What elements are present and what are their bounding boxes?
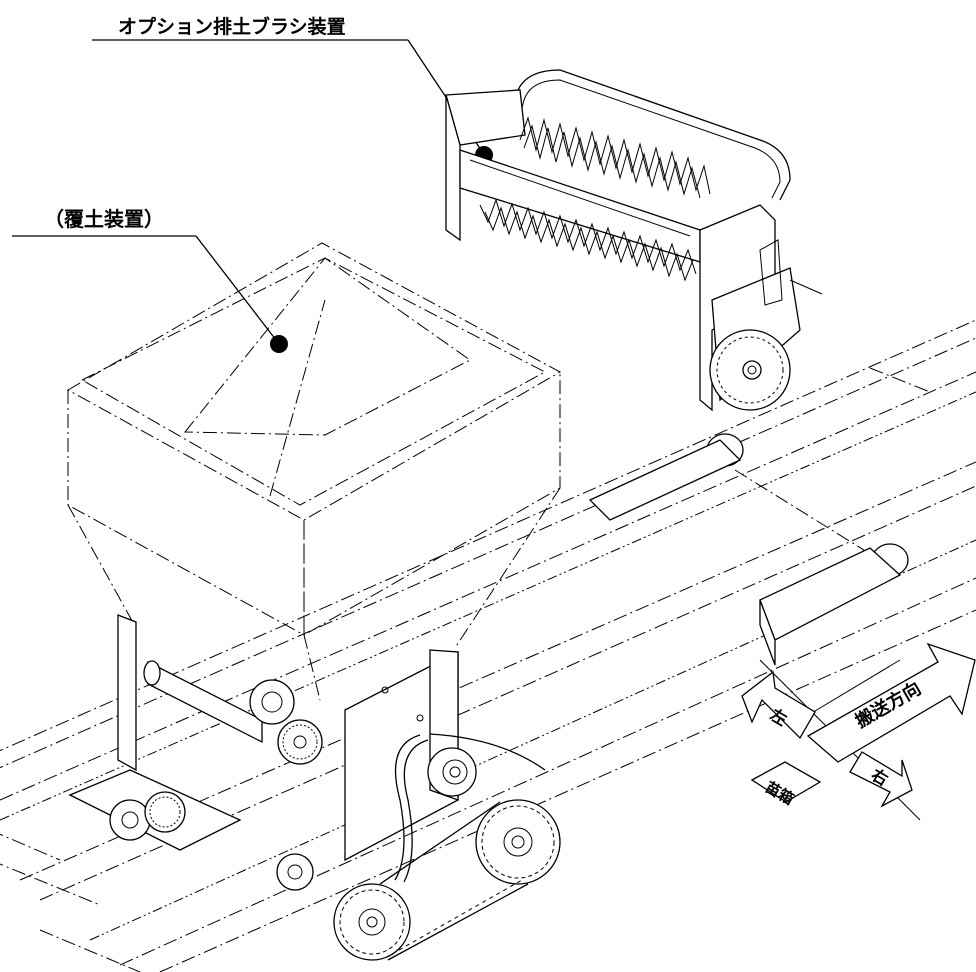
- far-frame-block: [759, 547, 902, 641]
- hopper: [66, 242, 562, 701]
- rear-bearing-right: [276, 853, 314, 891]
- rear-sprocket-left: [144, 791, 186, 833]
- right-sprocket: [475, 799, 561, 885]
- upper-bristles-2: [523, 124, 701, 199]
- hose-right: [429, 733, 546, 771]
- covering-device-callout: （覆土装置）: [12, 207, 288, 353]
- brush-device: [445, 69, 823, 412]
- mid-sprocket: [277, 719, 323, 765]
- hopper-front-right: [303, 372, 561, 636]
- cross-member-2: [734, 469, 881, 561]
- rail-3: [0, 371, 976, 801]
- hopper-inner-funnel: [183, 257, 471, 436]
- left-sprocket-hub: [358, 908, 386, 936]
- hose-left: [394, 734, 421, 881]
- left-arrow: [741, 670, 816, 740]
- hopper-inner-edge: [269, 299, 326, 497]
- chain-links: [391, 879, 523, 955]
- far-frame-block-side: [759, 599, 776, 666]
- left-bracket: [117, 614, 137, 772]
- hopper-taper-front: [303, 634, 321, 701]
- brush-handle: [509, 69, 791, 201]
- mid-sprocket-teeth: [282, 724, 318, 760]
- far-belt-segment: [588, 439, 742, 521]
- rail-end-2: [0, 863, 101, 906]
- rail-end-1: [0, 833, 61, 861]
- plate-hole-1: [416, 714, 424, 722]
- plate-hole-2: [381, 686, 389, 694]
- covering-leader-line: [195, 235, 277, 341]
- right-arrow: [849, 751, 913, 808]
- lower-bristles-2: [484, 206, 694, 282]
- rear-bearing-right-inner: [287, 864, 303, 880]
- rail-4: [0, 391, 976, 821]
- direction-indicator: 搬送方向 左 右 苗箱: [741, 642, 976, 821]
- hopper-top-outer: [66, 242, 562, 521]
- rail-9: [159, 609, 976, 972]
- chain-lower: [387, 883, 529, 961]
- front-roller: [427, 747, 477, 797]
- mid-sprocket-hub: [293, 735, 307, 749]
- upper-bristles: [519, 116, 711, 195]
- conveying-direction-arrow: [806, 642, 976, 763]
- left-sprocket-teeth: [339, 889, 405, 955]
- right-sprocket-hole: [511, 835, 525, 849]
- left-sprocket: [333, 883, 411, 961]
- brush-sprocket-teeth: [716, 336, 784, 404]
- rail-8: [119, 577, 976, 966]
- brush-handle-inner: [517, 79, 781, 199]
- covering-device-label: （覆土装置）: [44, 207, 164, 231]
- drive-mechanism: [68, 614, 561, 961]
- brush-sprocket-hole: [747, 365, 757, 375]
- seedling-box-tag: [750, 761, 822, 803]
- rear-bearing-left-inner: [121, 811, 139, 829]
- front-roller-inner: [442, 759, 468, 785]
- axis-line-direction: [799, 659, 901, 721]
- brush-front-plate-line: [469, 159, 691, 237]
- brush-device-label: オプション排土ブラシ装置: [118, 15, 346, 38]
- rear-sprocket-left-teeth: [149, 796, 181, 828]
- brush-front-plate: [459, 149, 701, 263]
- bearing-flange: [249, 679, 295, 725]
- chain-upper: [379, 801, 501, 885]
- lower-bristles: [479, 198, 697, 275]
- conveyor-rails: [0, 319, 976, 972]
- rear-bearing-left: [109, 799, 151, 841]
- cross-member-1: [869, 367, 931, 393]
- rail-1: [0, 319, 976, 752]
- brush-sprocket-hub: [742, 360, 762, 380]
- brush-frame-left-side: [445, 94, 461, 242]
- covering-leader-dot: [270, 335, 288, 353]
- left-sprocket-hole: [366, 916, 378, 928]
- brush-bevel-gear: [759, 239, 783, 306]
- hose-left-2: [403, 739, 429, 883]
- hopper-taper-right: [454, 487, 561, 649]
- shaft-end: [143, 660, 161, 686]
- rail-2: [0, 337, 976, 769]
- hopper-top-inner: [80, 257, 547, 506]
- brush-pin: [789, 279, 823, 295]
- right-sprocket-teeth: [481, 805, 555, 879]
- bearing-inner: [261, 691, 283, 713]
- brush-device-callout: オプション排土ブラシ装置: [92, 15, 493, 164]
- right-sprocket-hub: [503, 827, 533, 857]
- hopper-front-left: [67, 390, 305, 636]
- rail-end-3: [39, 929, 141, 972]
- front-roller-hub: [449, 766, 461, 778]
- main-shaft: [147, 660, 263, 744]
